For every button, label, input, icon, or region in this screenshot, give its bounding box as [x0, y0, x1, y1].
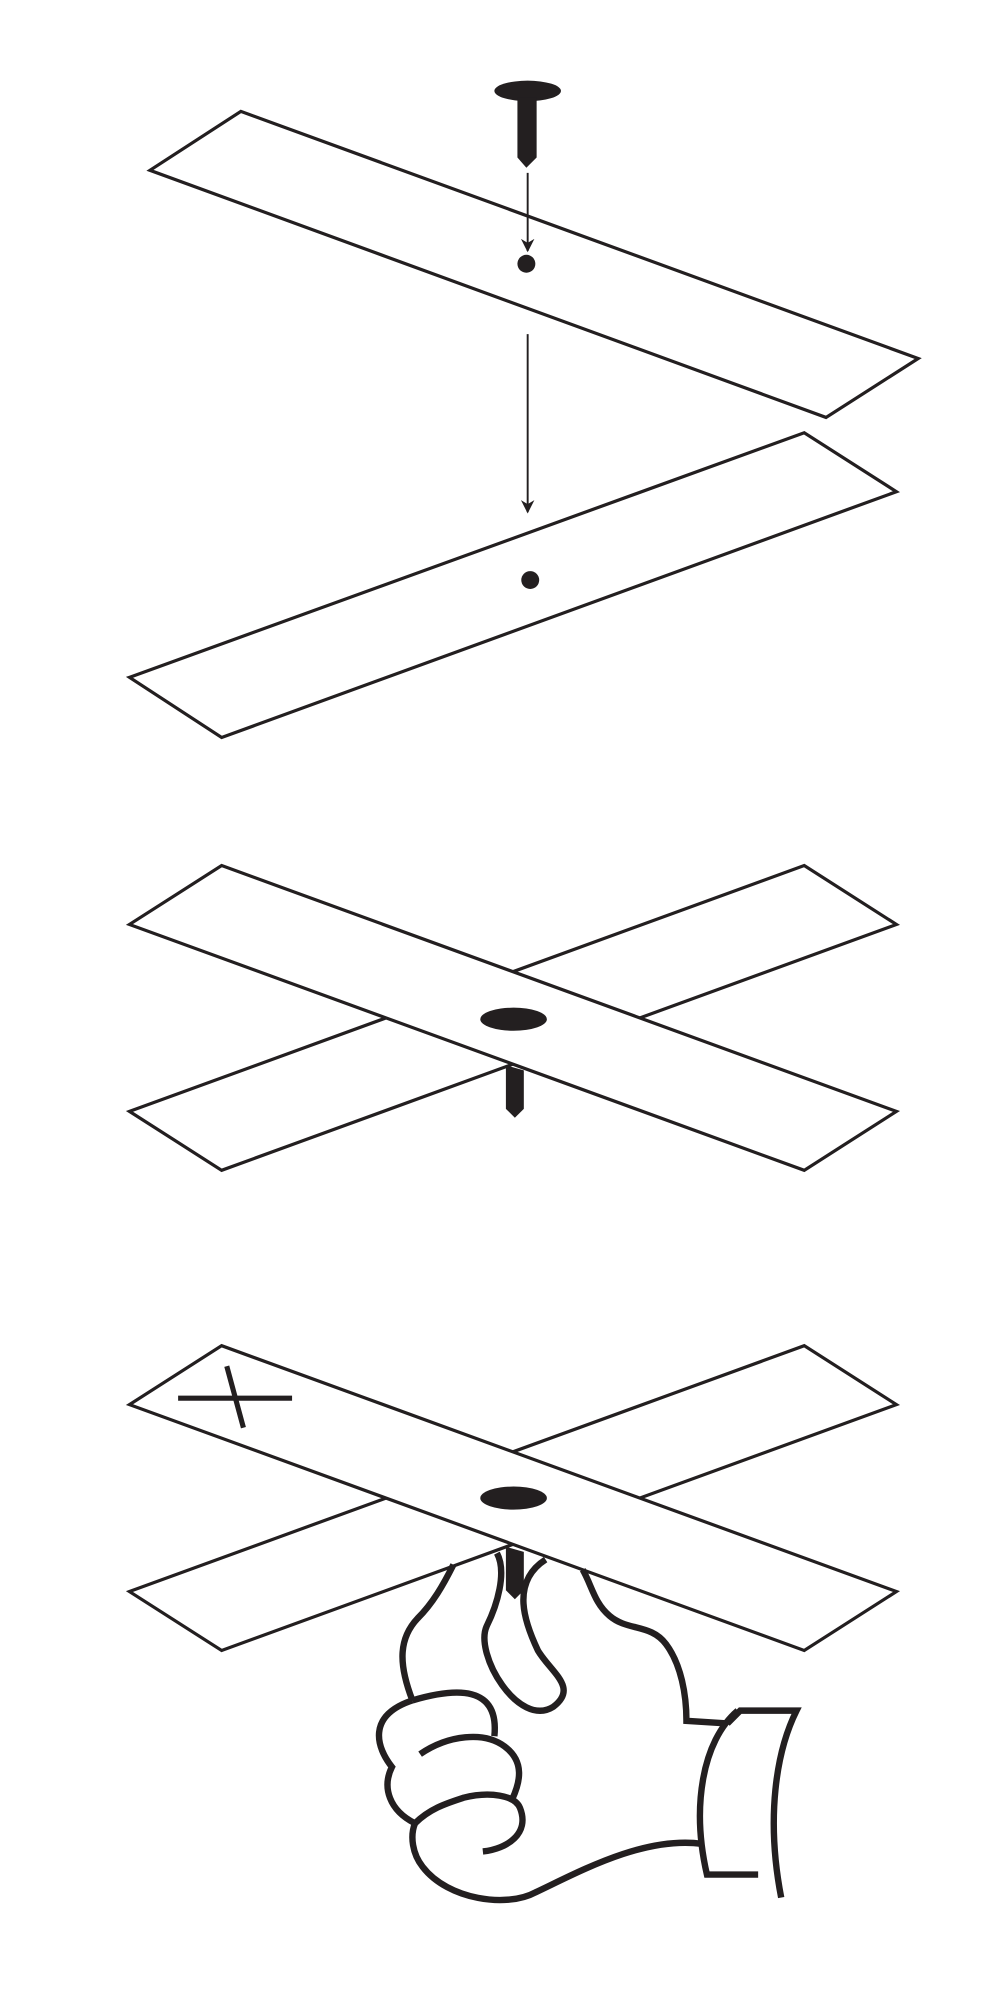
- hole-top: [517, 254, 536, 273]
- hand-icon: [375, 1546, 802, 1904]
- pin-head: [480, 1486, 547, 1510]
- pin-head: [480, 1007, 547, 1031]
- hole-bottom: [521, 571, 540, 589]
- step-1: [125, 80, 922, 740]
- pin-shank: [505, 1065, 524, 1118]
- step-2: [125, 863, 901, 1173]
- step-3: [125, 1343, 901, 1904]
- bottom-strip: [125, 431, 901, 740]
- pin-icon: [494, 80, 561, 168]
- mark-icon: [178, 1365, 293, 1429]
